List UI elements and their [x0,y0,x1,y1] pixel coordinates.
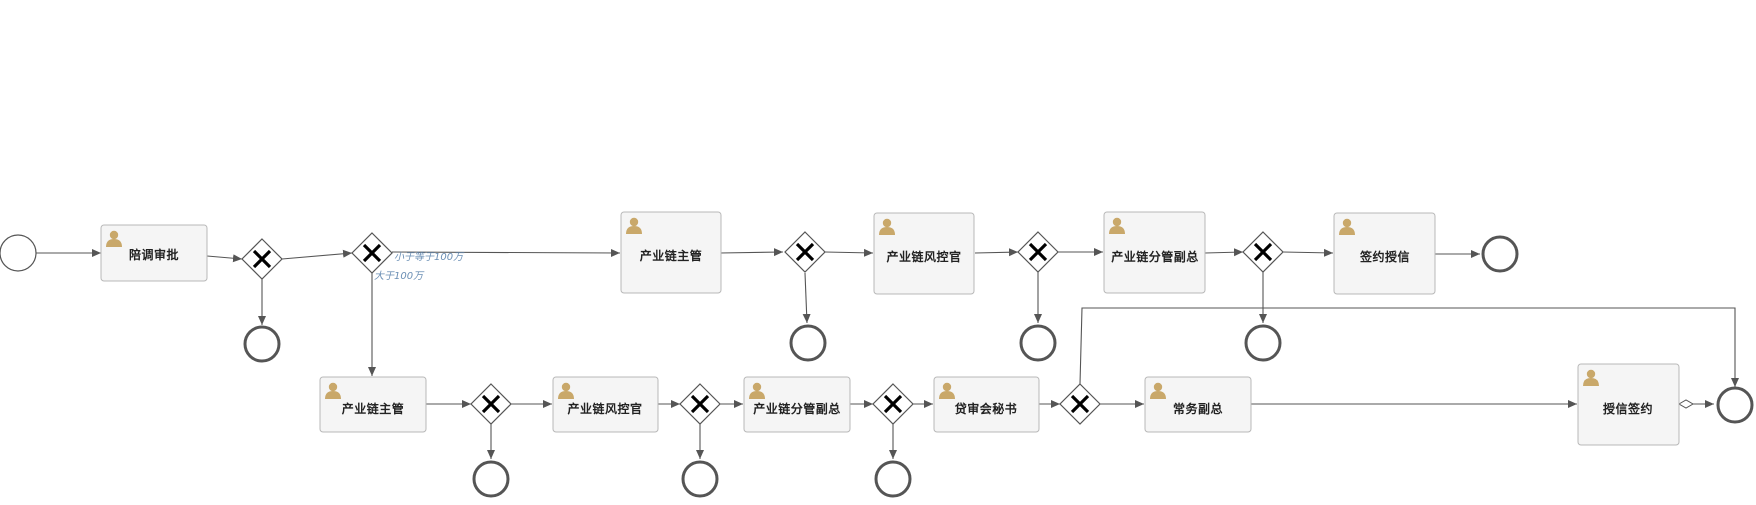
exclusive-gateway-8[interactable] [872,383,914,425]
task-label: 产业链风控官 [886,249,961,264]
end-event-1[interactable] [243,325,281,363]
task-label: 产业链主管 [342,401,405,416]
flow-gw3-to-t3[interactable] [824,248,874,257]
task-label: 贷审会秘书 [955,401,1018,416]
flow-gw9-to-end9[interactable] [1079,307,1739,387]
exclusive-gateway-6[interactable] [470,383,512,425]
exclusive-gateway-5[interactable] [1242,231,1284,273]
user-task-t7[interactable]: 产业链风控官 [552,376,659,433]
flow-t2-to-gw3[interactable] [719,248,784,257]
user-task-t8[interactable]: 产业链分管副总 [743,376,851,433]
flow-t1-to-gw1[interactable] [206,254,243,263]
user-task-t3[interactable]: 产业链风控官 [873,212,975,295]
exclusive-gateway-7[interactable] [679,383,721,425]
task-label: 常务副总 [1173,401,1223,416]
exclusive-gateway-2[interactable] [351,232,393,274]
default-flow-diamond-marker [1677,399,1695,409]
exclusive-gateway-9[interactable] [1059,383,1101,425]
start-event[interactable] [0,234,37,272]
flow-gw2-to-t2[interactable] [391,248,621,257]
flow-gw5-to-t5[interactable] [1282,248,1334,257]
user-task-t2[interactable]: 产业链主管 [620,211,722,294]
user-task-t9[interactable]: 贷审会秘书 [933,376,1040,433]
exclusive-gateway-4[interactable] [1017,231,1059,273]
task-label: 授信签约 [1603,401,1653,416]
task-label: 产业链主管 [640,248,703,263]
flow-t3-to-gw4[interactable] [974,248,1019,257]
user-task-t4[interactable]: 产业链分管副总 [1103,211,1206,294]
end-event-9[interactable] [1716,386,1754,424]
task-label: 产业链分管副总 [753,401,841,416]
exclusive-gateway-1[interactable] [241,238,283,280]
user-task-t6[interactable]: 产业链主管 [319,376,427,433]
end-event-4[interactable] [1244,324,1282,362]
user-task-t1[interactable]: 陪调审批 [100,224,208,282]
task-label: 陪调审批 [129,247,179,262]
end-event-2[interactable] [789,324,827,362]
end-event-5[interactable] [1481,235,1519,273]
task-label: 签约授信 [1359,249,1410,264]
user-task-t5[interactable]: 签约授信 [1333,212,1436,295]
end-event-6[interactable] [472,460,510,498]
end-event-7[interactable] [681,460,719,498]
flow-gw3-to-end2[interactable] [802,272,811,324]
end-event-3[interactable] [1019,324,1057,362]
condition-label-le: 小于等于100万 [394,251,465,263]
flow-gw1-to-gw2[interactable] [281,249,353,260]
end-event-8[interactable] [874,460,912,498]
condition-label-gt: 大于100万 [374,270,425,282]
exclusive-gateway-3[interactable] [784,231,826,273]
user-task-t10[interactable]: 常务副总 [1144,376,1252,433]
task-label: 产业链风控官 [567,401,642,416]
task-label: 产业链分管副总 [1111,249,1199,264]
end-events [243,235,1754,498]
user-task-t11[interactable]: 授信签约 [1577,363,1680,446]
sequence-flows [36,248,1739,459]
flow-t4-to-gw5[interactable] [1204,248,1244,257]
